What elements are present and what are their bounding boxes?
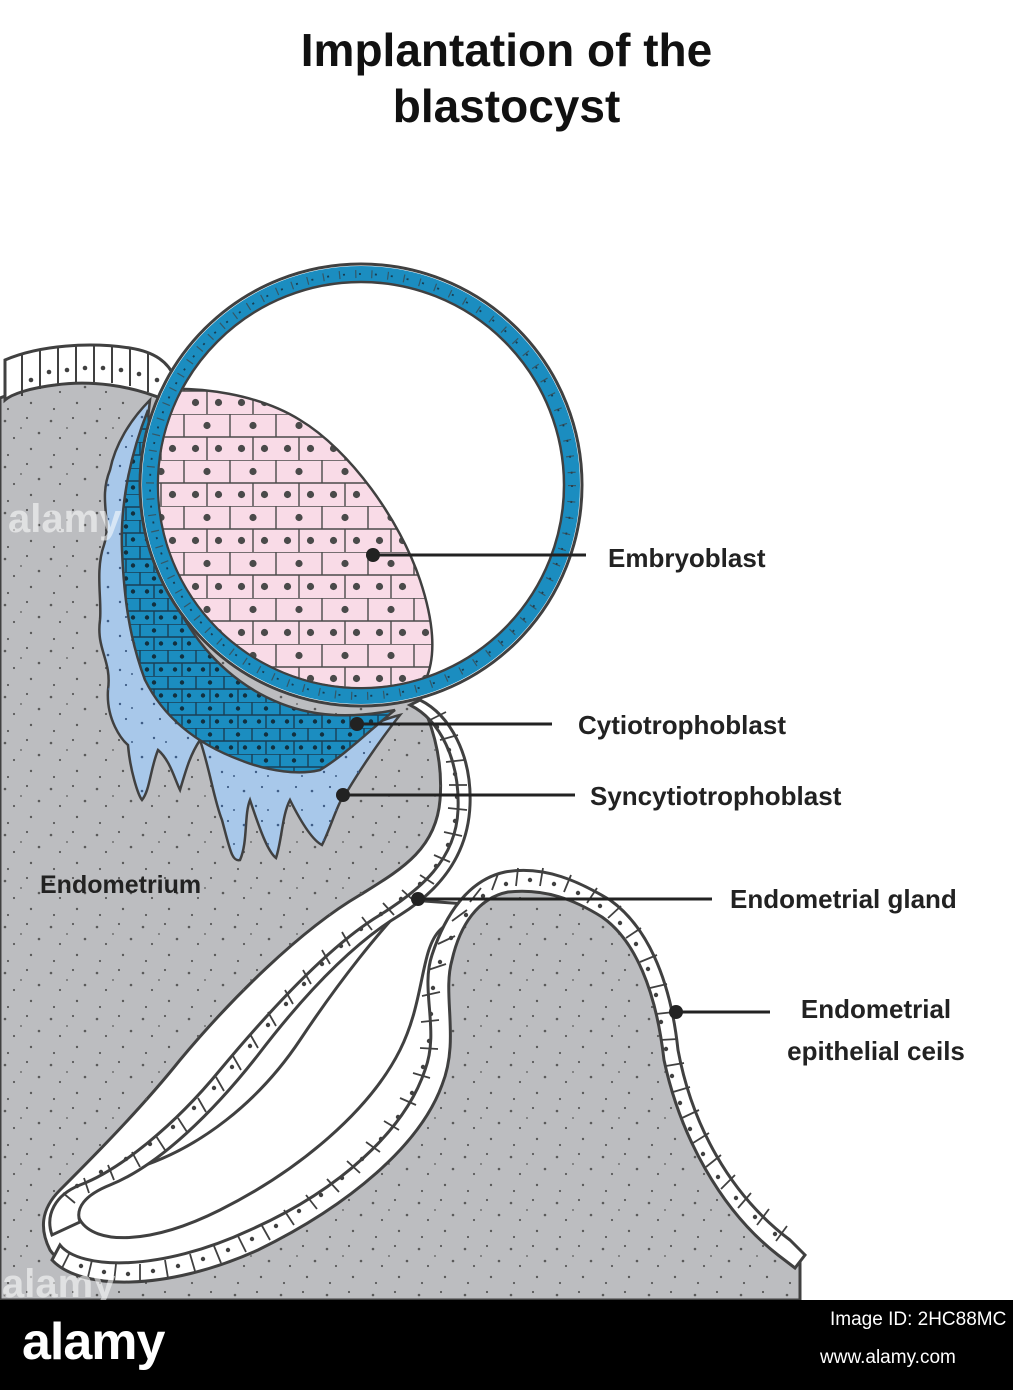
label-embryoblast: Embryoblast: [608, 543, 766, 573]
label-endometrial-epithelial-cells: Endometrial epithelial ceils: [768, 994, 984, 1066]
footer-bar: alamy Image ID: 2HC88MC www.alamy.com: [0, 1300, 1013, 1390]
footer-site: www.alamy.com: [820, 1346, 956, 1370]
label-epithelial-line-1: Endometrial: [768, 994, 984, 1024]
marker-cytiotrophoblast: [350, 717, 364, 731]
marker-endometrial-gland: [411, 892, 425, 906]
implantation-diagram: [0, 0, 1013, 1300]
label-cytiotrophoblast: Cytiotrophoblast: [578, 710, 786, 740]
label-endometrial-gland: Endometrial gland: [730, 884, 957, 914]
watermark-left: alamy: [8, 497, 121, 541]
label-epithelial-line-2: epithelial ceils: [768, 1036, 984, 1066]
footer-brand-logo: alamy: [22, 1312, 164, 1372]
footer-image-id: Image ID: 2HC88MC: [830, 1308, 1006, 1332]
marker-epithelial-cells: [669, 1005, 683, 1019]
marker-embryoblast: [366, 548, 380, 562]
label-syncytiotrophoblast: Syncytiotrophoblast: [590, 781, 841, 811]
label-endometrium: Endometrium: [40, 870, 201, 900]
marker-syncytiotrophoblast: [336, 788, 350, 802]
